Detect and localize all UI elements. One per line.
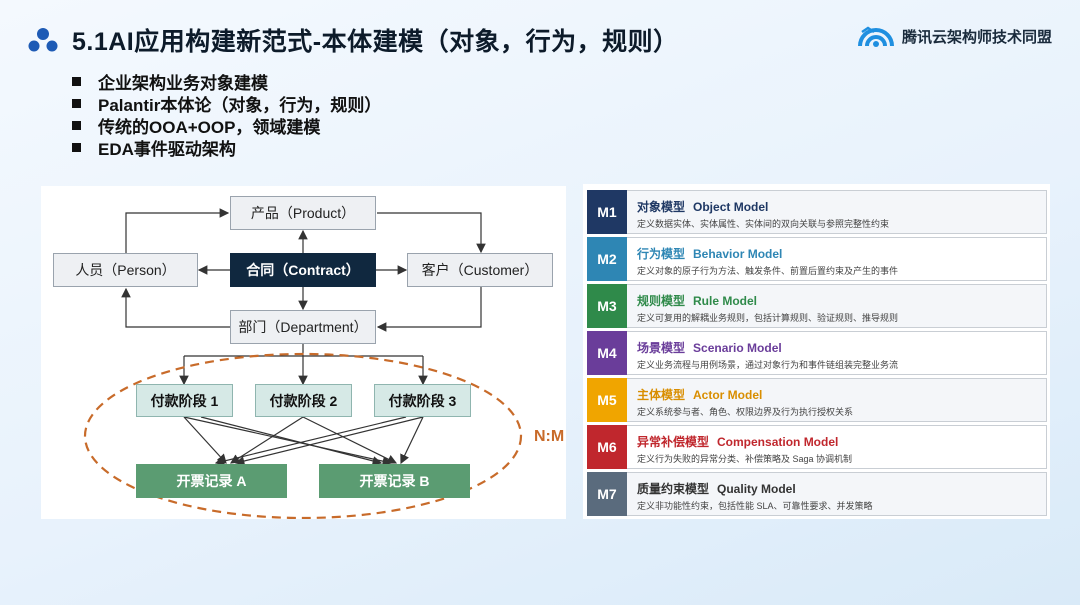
bullet-text: 企业架构业务对象建模: [98, 73, 268, 93]
model-code-text: M3: [597, 298, 617, 314]
node-payment-stage-3: 付款阶段 3: [374, 384, 471, 417]
model-body: 行为模型 Behavior Model 定义对象的原子行为方法、触发条件、前置后置…: [627, 237, 1047, 281]
model-row: M2 行为模型 Behavior Model 定义对象的原子行为方法、触发条件、前…: [587, 237, 1047, 281]
model-row: M1 对象模型 Object Model 定义数据实体、实体属性、实体间的双向关联…: [587, 190, 1047, 234]
model-row: M3 规则模型 Rule Model 定义可复用的解耦业务规则，包括计算规则、验证…: [587, 284, 1047, 328]
model-title: 质量约束模型 Quality Model: [637, 480, 796, 497]
model-cn: 异常补偿模型: [637, 435, 710, 449]
model-en: Object Model: [693, 200, 769, 214]
cloud-arc-icon: [857, 26, 894, 47]
model-row: M7 质量约束模型 Quality Model 定义非功能性约束，包括性能 SLA…: [587, 472, 1047, 516]
model-title: 对象模型 Object Model: [637, 198, 768, 215]
bullet-text: 传统的OOA+OOP，领域建模: [98, 117, 321, 137]
model-desc: 定义业务流程与用例场景，通过对象行为和事件链组装完整业务流: [637, 360, 899, 370]
model-body: 主体模型 Actor Model 定义系统参与者、角色、权限边界及行为执行授权关系: [627, 378, 1047, 422]
node-contract: 合同（Contract）: [230, 253, 376, 287]
brand-name: 腾讯云架构师技术同盟: [901, 28, 1052, 46]
model-desc: 定义可复用的解耦业务规则，包括计算规则、验证规则、推导规则: [637, 313, 899, 323]
model-row: M4 场景模型 Scenario Model 定义业务流程与用例场景，通过对象行为…: [587, 331, 1047, 375]
model-code-text: M5: [597, 392, 617, 408]
model-code: M7: [587, 472, 627, 516]
model-en: Scenario Model: [693, 341, 782, 355]
bullet-item: 传统的OOA+OOP，领域建模: [72, 114, 381, 137]
bullet-text: EDA事件驱动架构: [98, 139, 236, 159]
model-code: M1: [587, 190, 627, 234]
node-product: 产品（Product）: [230, 196, 376, 230]
model-code: M3: [587, 284, 627, 328]
model-row: M6 异常补偿模型 Compensation Model 定义行为失败的异常分类、…: [587, 425, 1047, 469]
model-code-text: M4: [597, 345, 617, 361]
model-title: 行为模型 Behavior Model: [637, 245, 782, 262]
model-cn: 场景模型: [637, 341, 686, 355]
model-body: 异常补偿模型 Compensation Model 定义行为失败的异常分类、补偿策…: [627, 425, 1047, 469]
model-row: M5 主体模型 Actor Model 定义系统参与者、角色、权限边界及行为执行授…: [587, 378, 1047, 422]
model-desc: 定义非功能性约束，包括性能 SLA、可靠性要求、并发策略: [637, 501, 873, 511]
model-cn: 规则模型: [637, 294, 686, 308]
model-en: Quality Model: [717, 482, 796, 496]
model-desc: 定义系统参与者、角色、权限边界及行为执行授权关系: [637, 407, 854, 417]
node-invoice-b: 开票记录 B: [319, 464, 470, 498]
model-body: 质量约束模型 Quality Model 定义非功能性约束，包括性能 SLA、可靠…: [627, 472, 1047, 516]
relation-label: N:M: [534, 428, 565, 445]
model-en: Actor Model: [693, 388, 763, 402]
model-en: Rule Model: [693, 294, 758, 308]
bullet-item: EDA事件驱动架构: [72, 136, 381, 159]
model-cn: 对象模型: [637, 200, 686, 214]
model-code-text: M2: [597, 251, 617, 267]
brand: 腾讯云架构师技术同盟: [856, 24, 1052, 48]
node-department: 部门（Department）: [230, 310, 376, 344]
square-bullet-icon: [72, 142, 81, 152]
model-code-text: M6: [597, 439, 617, 455]
model-title: 异常补偿模型 Compensation Model: [637, 433, 838, 450]
model-body: 规则模型 Rule Model 定义可复用的解耦业务规则，包括计算规则、验证规则、…: [627, 284, 1047, 328]
node-customer: 客户（Customer）: [407, 253, 553, 287]
model-code-text: M1: [597, 204, 617, 220]
model-desc: 定义对象的原子行为方法、触发条件、前置后置约束及产生的事件: [637, 266, 899, 276]
model-cn: 行为模型: [637, 247, 686, 261]
model-table: M1 对象模型 Object Model 定义数据实体、实体属性、实体间的双向关联…: [583, 184, 1050, 519]
node-person: 人员（Person）: [53, 253, 198, 287]
model-cn: 主体模型: [637, 388, 686, 402]
square-bullet-icon: [72, 98, 81, 108]
model-desc: 定义数据实体、实体属性、实体间的双向关联与参照完整性约束: [637, 219, 890, 229]
cluster-dots-icon: [28, 28, 58, 52]
bullet-item: 企业架构业务对象建模: [72, 70, 381, 93]
diagram-connectors: [83, 208, 523, 519]
bullet-item: Palantir本体论（对象，行为，规则）: [72, 92, 382, 115]
square-bullet-icon: [72, 120, 81, 130]
entity-diagram: 产品（Product） 人员（Person） 合同（Contract） 客户（C…: [41, 186, 566, 519]
model-body: 对象模型 Object Model 定义数据实体、实体属性、实体间的双向关联与参照…: [627, 190, 1047, 234]
model-code: M2: [587, 237, 627, 281]
model-body: 场景模型 Scenario Model 定义业务流程与用例场景，通过对象行为和事件…: [627, 331, 1047, 375]
model-code: M6: [587, 425, 627, 469]
title-bar: 5.1AI应用构建新范式-本体建模（对象，行为，规则）: [28, 22, 679, 58]
model-code: M5: [587, 378, 627, 422]
page-title: 5.1AI应用构建新范式-本体建模（对象，行为，规则）: [72, 28, 679, 56]
model-en: Behavior Model: [693, 247, 783, 261]
model-code: M4: [587, 331, 627, 375]
model-desc: 定义行为失败的异常分类、补偿策略及 Saga 协调机制: [637, 454, 853, 464]
square-bullet-icon: [72, 76, 81, 86]
node-payment-stage-2: 付款阶段 2: [255, 384, 352, 417]
node-payment-stage-1: 付款阶段 1: [136, 384, 233, 417]
model-title: 主体模型 Actor Model: [637, 386, 762, 403]
model-title: 规则模型 Rule Model: [637, 292, 757, 309]
model-cn: 质量约束模型: [637, 482, 710, 496]
bullet-text: Palantir本体论（对象，行为，规则）: [98, 95, 382, 115]
node-invoice-a: 开票记录 A: [136, 464, 287, 498]
bullet-list: 企业架构业务对象建模 Palantir本体论（对象，行为，规则） 传统的OOA+…: [72, 70, 382, 159]
model-title: 场景模型 Scenario Model: [637, 339, 782, 356]
model-code-text: M7: [597, 486, 617, 502]
model-en: Compensation Model: [717, 435, 839, 449]
